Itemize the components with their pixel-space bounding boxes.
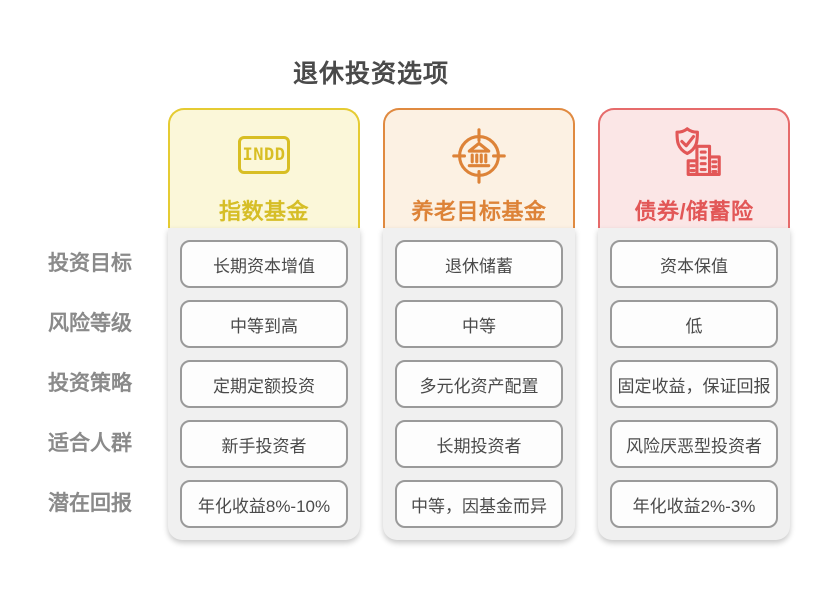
card-title: 养老目标基金 [411, 199, 547, 224]
cell-risk-level: 中等到高 [180, 300, 348, 348]
bank-target-icon [452, 128, 506, 184]
page-title: 退休投资选项 [292, 60, 450, 88]
card-header: 养老目标基金 [383, 108, 575, 228]
cell-investment-goal: 退休储蓄 [395, 240, 563, 288]
cell-potential-return: 年化收益2%-3% [610, 480, 778, 528]
cell-strategy: 多元化资产配置 [395, 360, 563, 408]
cell-strategy: 定期定额投资 [180, 360, 348, 408]
cell-risk-level: 低 [610, 300, 778, 348]
card-bond-savings-insurance: 债券/储蓄险 资本保值 低 固定收益，保证回报 风险厌恶型投资者 年化收益2%-… [598, 108, 790, 540]
row-label-potential-return: 潜在回报 [48, 492, 132, 515]
card-body: 资本保值 低 固定收益，保证回报 风险厌恶型投资者 年化收益2%-3% [598, 228, 790, 540]
card-body: 长期资本增值 中等到高 定期定额投资 新手投资者 年化收益8%-10% [168, 228, 360, 540]
row-label-investment-goal: 投资目标 [48, 252, 132, 275]
card-title: 指数基金 [218, 199, 309, 224]
cell-potential-return: 中等，因基金而异 [395, 480, 563, 528]
card-body: 退休储蓄 中等 多元化资产配置 长期投资者 中等，因基金而异 [383, 228, 575, 540]
cell-audience: 新手投资者 [180, 420, 348, 468]
cell-strategy: 固定收益，保证回报 [610, 360, 778, 408]
cell-potential-return: 年化收益8%-10% [180, 480, 348, 528]
card-index-fund: INDD 指数基金 长期资本增值 中等到高 定期定额投资 新手投资者 年化收益8… [168, 108, 360, 540]
indd-file-badge-icon: INDD [238, 136, 290, 174]
cell-investment-goal: 资本保值 [610, 240, 778, 288]
row-label-risk-level: 风险等级 [48, 312, 132, 335]
card-title: 债券/储蓄险 [634, 199, 754, 224]
row-label-audience: 适合人群 [48, 432, 132, 455]
card-header: 债券/储蓄险 [598, 108, 790, 228]
cell-investment-goal: 长期资本增值 [180, 240, 348, 288]
cell-risk-level: 中等 [395, 300, 563, 348]
card-target-retirement-fund: 养老目标基金 退休储蓄 中等 多元化资产配置 长期投资者 中等，因基金而异 [383, 108, 575, 540]
cell-audience: 风险厌恶型投资者 [610, 420, 778, 468]
shield-check-buildings-icon [675, 127, 721, 176]
cell-audience: 长期投资者 [395, 420, 563, 468]
row-label-strategy: 投资策略 [48, 372, 132, 395]
card-header: INDD 指数基金 [168, 108, 360, 228]
